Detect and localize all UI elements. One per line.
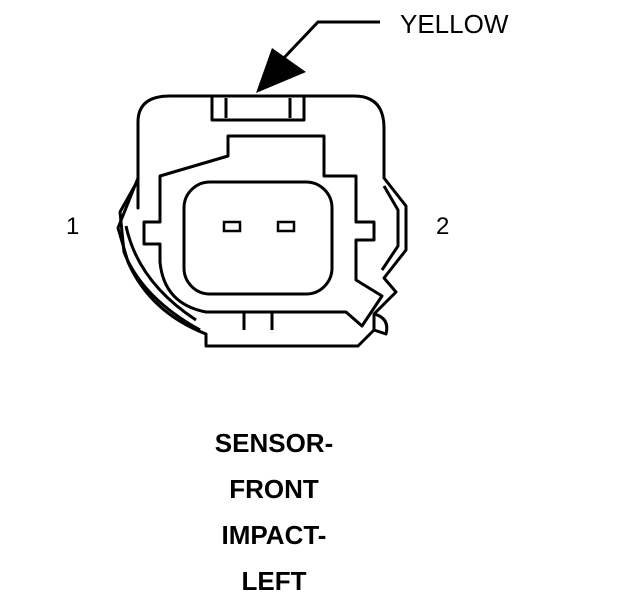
- connector-receptacle: [142, 134, 384, 328]
- pin-label-2: 2: [436, 213, 449, 240]
- caption-line-1: SENSOR-: [215, 428, 333, 458]
- caption-line-2: FRONT: [229, 474, 319, 504]
- wire-color-label: YELLOW: [400, 9, 509, 39]
- callout-arrowhead-icon: [256, 48, 306, 93]
- yellow-callout-leader: [278, 20, 380, 64]
- terminal-pin-2: [276, 220, 296, 233]
- pin-label-1: 1: [66, 213, 79, 240]
- caption-line-3: IMPACT-: [222, 520, 327, 550]
- connector-housing: [116, 94, 408, 348]
- caption-line-4: LEFT: [242, 566, 307, 596]
- terminal-cavity: [182, 180, 334, 296]
- terminal-pin-1: [222, 220, 242, 233]
